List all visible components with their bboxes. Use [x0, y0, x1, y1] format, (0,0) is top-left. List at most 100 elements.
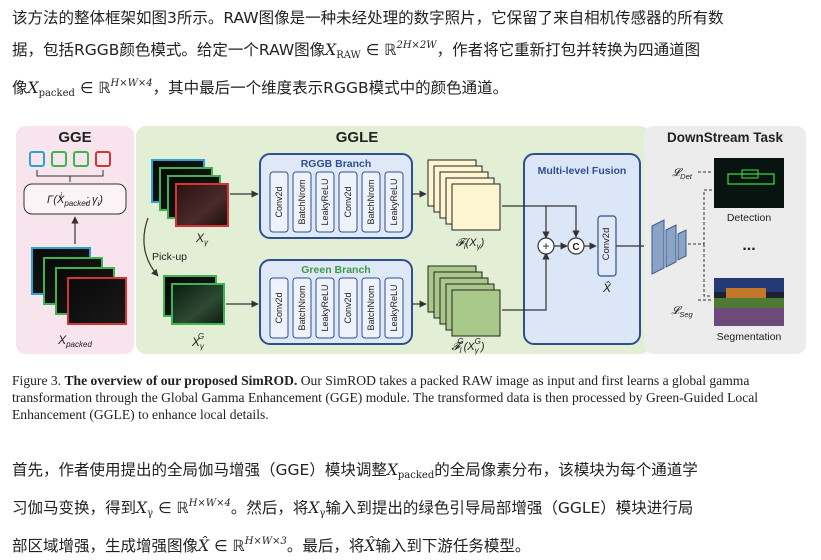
loss-det: 𝓛Det — [672, 167, 693, 181]
rggb-feature-maps — [427, 159, 501, 231]
x-gamma-g-label-sup: G — [198, 332, 204, 341]
rggb-layer-label-3: Conv2d — [343, 186, 353, 217]
x-packed-symbol: X — [386, 461, 398, 479]
method-line-3-text-a: 部区域增强，生成增强图像 — [12, 537, 199, 555]
rggb-branch-title: RGGB Branch — [301, 158, 372, 170]
rggb-layer-label-1: BatchNrom — [297, 179, 307, 224]
real-set-symbol: ∈ ℝ — [209, 537, 245, 555]
method-line-2-text-a: 习伽马变换，得到 — [12, 499, 137, 517]
caption-line-1-rest: Our SimROD takes a packed RAW image as i… — [297, 373, 750, 388]
backbone-to-segmentation — [703, 244, 712, 297]
x-packed-subscript: packed — [397, 470, 435, 481]
segmentation-label: Segmentation — [717, 331, 782, 343]
x-gamma-g-stack — [163, 275, 225, 325]
channel-square-green — [51, 151, 67, 167]
green-layer-label-0: Conv2d — [274, 292, 284, 323]
rggb-layer-label-2: LeakyReLU — [320, 178, 330, 225]
detection-label: Detection — [727, 212, 772, 224]
rggb-layer-box-0 — [269, 171, 289, 233]
intro-line-3: 像Xpacked ∈ ℝH×W×4，其中最后一个维度表示RGGB模式中的颜色通道… — [12, 70, 812, 108]
method-line-2-text-c: 输入到提出的绿色引导局部增强（GGLE）模块进行局 — [325, 499, 694, 517]
rggb-layer-box-4 — [361, 171, 381, 233]
detection-box — [727, 173, 775, 185]
caption-line-2: transformation through the Global Gamma … — [12, 390, 759, 405]
x-gamma-label: Xγ — [195, 231, 209, 247]
gamma-formula-tail: ; γ — [86, 194, 99, 206]
method-line-3-text-b: 。最后，将 — [286, 537, 365, 555]
channel-bracket — [36, 170, 104, 182]
gge-title: GGE — [58, 129, 91, 146]
real-set-symbol: ∈ ℝ — [360, 41, 397, 59]
x-gamma-label-sub: γ — [204, 238, 209, 247]
f-label-sub: l — [464, 242, 466, 251]
gamma-formula-tail-sub: i — [98, 199, 100, 208]
intro-line-2: 据，包括RGGB颜色模式。给定一个RAW图像XRAW ∈ ℝ2H×2W，作者将它… — [12, 32, 812, 70]
green-layer-label-4: BatchNrom — [366, 285, 376, 330]
intro-line-1: 该方法的整体框架如图3所示。RAW图像是一种未经处理的数字照片，它保留了来自相机… — [12, 4, 812, 32]
green-layer-label-3: Conv2d — [343, 292, 353, 323]
caption-prefix: Figure 3. — [12, 373, 65, 388]
x-packed-label: Xpacked — [57, 333, 92, 349]
x-raw-dims: 2H×2W — [396, 40, 437, 51]
method-line-2-text-b: 。然后，将 — [230, 499, 309, 517]
backbone-to-detection — [688, 189, 712, 245]
green-feature-label: 𝓕lG(XγG) — [451, 337, 484, 355]
fg-label-arg-sub: γ — [475, 346, 480, 355]
intro-line-3-text-a: 像 — [12, 79, 28, 97]
x-packed-dims: H×W×4 — [110, 78, 153, 89]
rggb-layer-box-3 — [338, 171, 358, 233]
pickup-arrow — [143, 217, 159, 277]
x-gamma-g-label: XγG — [191, 332, 205, 351]
fg-label-arg: (X — [464, 341, 476, 353]
method-line-3: 部区域增强，生成增强图像X̂ ∈ ℝH×W×3。最后，将X̂输入到下游任务模型。 — [12, 528, 812, 560]
green-layer-box-4 — [361, 277, 381, 339]
rggb-layer-box-2 — [315, 171, 335, 233]
intro-line-3-text-b: ，其中最后一个维度表示RGGB模式中的颜色通道。 — [152, 79, 509, 97]
channel-square-green-2 — [73, 151, 89, 167]
seg-region-road — [714, 308, 784, 326]
framework-diagram: GGE Γ(Xpackedi; γi) Xpacked GGLE Xγ Pick… — [16, 126, 806, 355]
rggb-layer-label-5: LeakyReLU — [389, 178, 399, 225]
green-layer-box-1 — [292, 277, 312, 339]
ggle-title: GGLE — [336, 129, 379, 146]
method-paragraph: 首先，作者使用提出的全局伽马增强（GGE）模块调整Xpacked的全局像素分布，… — [12, 456, 812, 560]
fg-label-sup: G — [457, 337, 463, 346]
gamma-transform-box — [23, 183, 127, 215]
fg-label-close: ) — [479, 341, 485, 353]
intro-line-1-text: 该方法的整体框架如图3所示。RAW图像是一种未经处理的数字照片，它保留了来自相机… — [12, 9, 724, 27]
x-packed-label-sub: packed — [65, 340, 92, 349]
real-set-symbol: ∈ ℝ — [74, 79, 111, 97]
green-layer-box-2 — [315, 277, 335, 339]
x-gamma-subscript-2: γ — [319, 508, 326, 519]
loss-seg: 𝓛Seg — [671, 305, 693, 319]
method-line-3-text-c: 输入到下游任务模型。 — [375, 537, 531, 555]
method-line-1: 首先，作者使用提出的全局伽马增强（GGE）模块调整Xpacked的全局像素分布，… — [12, 456, 812, 490]
concat-symbol: C — [572, 242, 579, 253]
x-gamma-subscript: γ — [147, 508, 154, 519]
downstream-backbone — [651, 219, 687, 275]
fg-label-sub: l — [460, 346, 462, 355]
x-raw-subscript: RAW — [336, 50, 361, 61]
intro-line-2-text-b: ，作者将它重新打包并转换为四通道图 — [436, 41, 701, 59]
rggb-layer-label-4: BatchNrom — [366, 179, 376, 224]
green-layer-box-5 — [384, 277, 404, 339]
gamma-formula: Γ(Xpackedi; γi) — [47, 191, 103, 208]
x-gamma-dims: H×W×4 — [188, 498, 231, 509]
method-line-1-text-b: 的全局像素分布，该模块为每个通道学 — [434, 461, 698, 479]
f-label-arg-sub: γ — [477, 242, 482, 251]
gamma-formula-sub: packed — [63, 199, 90, 208]
loss-det-sub: Det — [680, 172, 693, 181]
x-packed-subscript: packed — [38, 88, 75, 99]
seg-region-building — [726, 288, 766, 298]
method-line-2: 习伽马变换，得到Xγ ∈ ℝH×W×4。然后，将Xγ输入到提出的绿色引导局部增强… — [12, 490, 812, 528]
x-hat-symbol: X̂ — [198, 537, 210, 555]
rggb-layer-box-5 — [384, 171, 404, 233]
caption-line-3: Enhancement (GGLE) to enhance local deta… — [12, 407, 269, 422]
rggb-layer-box-1 — [292, 171, 312, 233]
seg-region-veg — [714, 298, 784, 308]
rggb-feature-label: 𝓕l(Xγ) — [456, 237, 485, 251]
loss-det-symbol: 𝓛 — [672, 167, 683, 179]
gamma-formula-close: ) — [97, 194, 103, 206]
